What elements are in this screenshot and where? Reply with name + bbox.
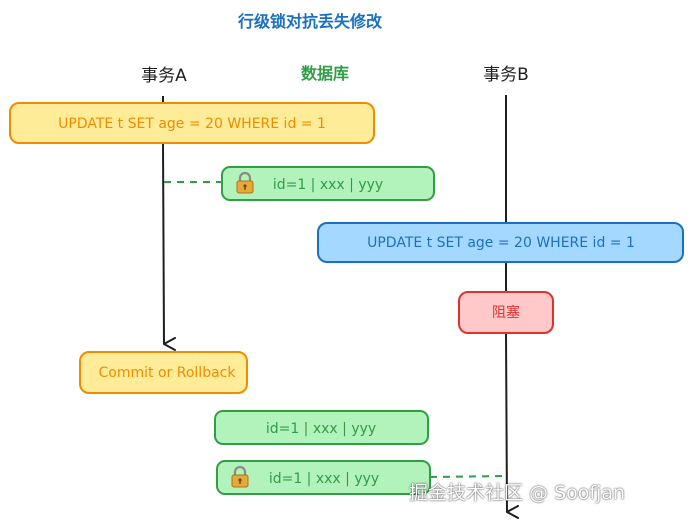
commit-rollback-box: Commit or Rollback [79,351,248,394]
row-released-text: id=1 | xxx | yyy [266,421,376,437]
txn-a-timeline-arrow [162,142,177,351]
row-released-box: id=1 | xxx | yyy [214,410,429,445]
txn-b-update-box: UPDATE t SET age = 20 WHERE id = 1 [317,222,684,263]
blocked-box: 阻塞 [458,291,554,334]
txn-b-label: 事务B [483,65,529,85]
commit-rollback-text: Commit or Rollback [99,365,237,381]
lock-connector-b [429,475,507,478]
watermark: 掘金技术社区 @ Soofjan [409,482,626,504]
diagram-title: 行级锁对抗丢失修改 [237,12,383,31]
row-locked-box-1: id=1 | xxx | yyy [221,166,435,201]
lock-icon [231,465,249,488]
lock-icon [236,171,254,194]
row-locked-text-1: id=1 | xxx | yyy [273,177,383,193]
txn-b-update-text: UPDATE t SET age = 20 WHERE id = 1 [367,235,635,251]
row-locked-text-2: id=1 | xxx | yyy [269,471,379,487]
txn-a-label: 事务A [141,66,187,86]
blocked-text: 阻塞 [492,304,520,321]
txn-a-update-text: UPDATE t SET age = 20 WHERE id = 1 [58,116,326,132]
database-label: 数据库 [301,64,349,83]
row-locked-box-2: id=1 | xxx | yyy [216,460,431,495]
txn-a-update-box: UPDATE t SET age = 20 WHERE id = 1 [9,102,375,144]
txn-b-timeline-arrow [505,332,520,519]
